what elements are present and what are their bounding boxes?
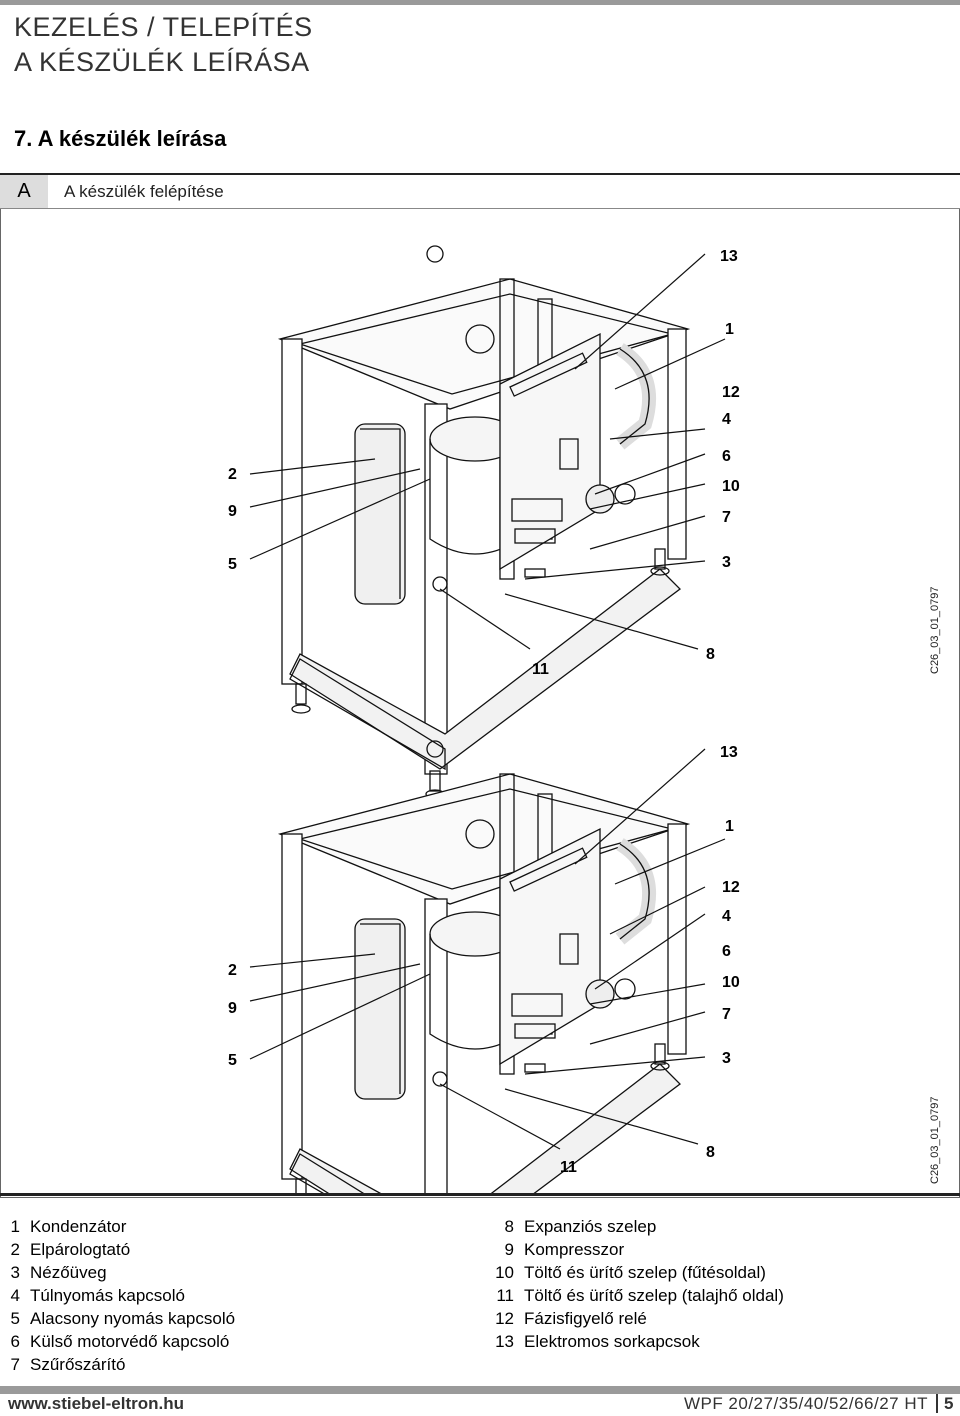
callout-8-bottom: 8 bbox=[706, 1144, 715, 1161]
callout-2-top: 2 bbox=[228, 466, 237, 483]
callout-11-bottom: 11 bbox=[560, 1159, 577, 1176]
section-title: 7. A készülék leírása bbox=[14, 126, 227, 151]
legend-number: 12 bbox=[495, 1309, 514, 1328]
figure-title: A készülék felépítése bbox=[64, 182, 224, 201]
legend-number: 2 bbox=[10, 1240, 20, 1259]
legend-number: 4 bbox=[10, 1286, 20, 1305]
callout-9-bottom: 9 bbox=[228, 1000, 237, 1017]
legend-label: Külső motorvédő kapcsoló bbox=[30, 1332, 230, 1351]
legend-label: Kompresszor bbox=[524, 1240, 625, 1259]
callout-13-top: 13 bbox=[720, 248, 738, 265]
page-number: 5 bbox=[936, 1394, 954, 1413]
header-bar bbox=[0, 0, 960, 5]
legend-label: Szűrőszárító bbox=[30, 1355, 126, 1374]
legend-label: Fázisfigyelő relé bbox=[524, 1309, 647, 1328]
callout-12-bottom: 12 bbox=[722, 879, 740, 896]
callout-10-bottom: 10 bbox=[722, 974, 740, 991]
callout-11-top: 11 bbox=[532, 661, 549, 678]
legend-number: 8 bbox=[504, 1217, 514, 1236]
legend-item: 8 Expanziós szelep bbox=[494, 1215, 784, 1238]
callout-7-bottom: 7 bbox=[722, 1006, 731, 1023]
legend-label: Kondenzátor bbox=[30, 1217, 127, 1236]
legend-item: 9 Kompresszor bbox=[494, 1238, 784, 1261]
legend-number: 3 bbox=[10, 1263, 20, 1282]
callout-10-top: 10 bbox=[722, 478, 740, 495]
footer-model: WPF 20/27/35/40/52/66/27 HT bbox=[683, 1394, 929, 1413]
legend-item: 5 Alacsony nyomás kapcsoló bbox=[10, 1307, 236, 1330]
legend-item: 4 Túlnyomás kapcsoló bbox=[10, 1284, 235, 1307]
header-title-line1: KEZELÉS / TELEPÍTÉS bbox=[14, 12, 313, 42]
legend-label: Elektromos sorkapcsok bbox=[524, 1332, 700, 1351]
legend-number: 5 bbox=[10, 1309, 20, 1328]
callout-6-top: 6 bbox=[722, 448, 731, 465]
callout-9-top: 9 bbox=[228, 503, 237, 520]
callout-12-top: 12 bbox=[722, 384, 740, 401]
callout-5-top: 5 bbox=[228, 556, 237, 573]
callout-5-bottom: 5 bbox=[228, 1052, 237, 1069]
legend-item: 11 Töltő és ürítő szelep (talajhő oldal) bbox=[494, 1284, 784, 1307]
drawing-code-bottom: C26_03_01_0797 bbox=[929, 1097, 941, 1184]
legend-item: 3 Nézőüveg bbox=[10, 1261, 235, 1284]
callout-2-bottom: 2 bbox=[228, 962, 237, 979]
callout-4-bottom: 4 bbox=[722, 908, 731, 925]
legend-item: 6 Külső motorvédő kapcsoló bbox=[10, 1330, 235, 1353]
legend-label: Nézőüveg bbox=[30, 1263, 107, 1282]
legend-number: 1 bbox=[10, 1217, 20, 1236]
callout-13-bottom: 13 bbox=[720, 744, 738, 761]
footer-model-info: WPF 20/27/35/40/52/66/27 HT 5 bbox=[684, 1394, 954, 1414]
legend-label: Alacsony nyomás kapcsoló bbox=[30, 1309, 236, 1328]
header-title-line2: A KÉSZÜLÉK LEÍRÁSA bbox=[14, 47, 310, 77]
legend-number: 9 bbox=[504, 1240, 514, 1259]
legend-item: 2 Elpárologtató bbox=[10, 1238, 235, 1261]
callout-3-top: 3 bbox=[722, 554, 731, 571]
legend-item: 13 Elektromos sorkapcsok bbox=[494, 1330, 784, 1353]
callout-3-bottom: 3 bbox=[722, 1050, 731, 1067]
footer-website-link[interactable]: www.stiebel-eltron.hu bbox=[8, 1394, 184, 1413]
legend-label: Töltő és ürítő szelep (talajhő oldal) bbox=[524, 1286, 784, 1305]
legend-item: 12 Fázisfigyelő relé bbox=[494, 1307, 784, 1330]
callout-1-bottom: 1 bbox=[725, 818, 734, 835]
legend-number: 13 bbox=[495, 1332, 514, 1351]
legend-item: 1 Kondenzátor bbox=[10, 1215, 235, 1238]
footer-bar bbox=[0, 1386, 960, 1394]
device-drawing-top bbox=[249, 246, 726, 798]
callout-1-top: 1 bbox=[725, 321, 734, 338]
callout-6-bottom: 6 bbox=[722, 943, 731, 960]
legend-label: Elpárologtató bbox=[30, 1240, 131, 1259]
figure-bottom-rule bbox=[0, 1193, 960, 1196]
legend-number: 6 bbox=[10, 1332, 20, 1351]
legend-number: 11 bbox=[496, 1286, 514, 1305]
legend-label: Töltő és ürítő szelep (fűtésoldal) bbox=[524, 1263, 766, 1282]
device-drawing-bottom bbox=[249, 741, 726, 1195]
figure-letter: A bbox=[0, 175, 48, 208]
legend-item: 10 Töltő és ürítő szelep (fűtésoldal) bbox=[494, 1261, 784, 1284]
callout-4-top: 4 bbox=[722, 411, 731, 428]
legend-label: Túlnyomás kapcsoló bbox=[30, 1286, 185, 1305]
legend-number: 10 bbox=[495, 1263, 514, 1282]
callout-7-top: 7 bbox=[722, 509, 731, 526]
legend-number: 7 bbox=[10, 1355, 20, 1374]
legend-item: 7 Szűrőszárító bbox=[10, 1353, 235, 1376]
drawing-code-top: C26_03_01_0797 bbox=[929, 587, 941, 674]
legend-label: Expanziós szelep bbox=[524, 1217, 657, 1236]
callout-8-top: 8 bbox=[706, 646, 715, 663]
device-drawing: 13 1 12 4 6 10 7 3 8 11 2 9 5 13 1 12 4 … bbox=[228, 209, 941, 1195]
figure-header: A A készülék felépítése bbox=[0, 173, 960, 209]
